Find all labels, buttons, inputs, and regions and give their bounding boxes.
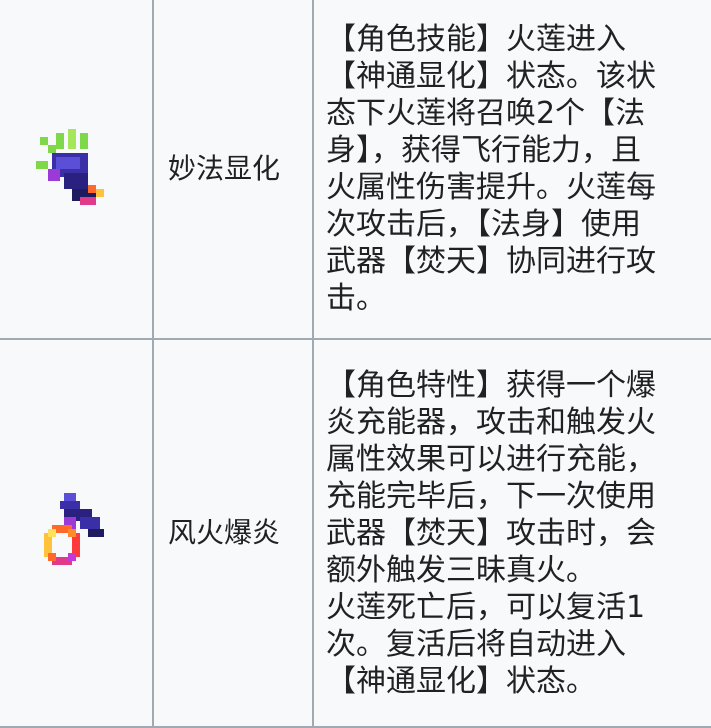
description-line: 击。 [326,281,386,316]
description-line: 炎充能器，攻击和触发火 [326,404,656,440]
description-line: 身】，获得飞行能力，且 [326,133,641,168]
description-line: 态下火莲将召唤2个【法 [326,96,646,131]
description-line: 额外触发三昧真火。 [326,552,596,588]
description-line: 武器【焚天】协同进行攻 [326,244,656,279]
description-line: 【角色技能】火莲进入 [326,22,626,57]
table-row: 妙法显化 【角色技能】火莲进入 【神通显化】状态。该状 态下火莲将召唤2个【法 … [0,0,711,340]
description-line: 属性效果可以进行充能， [326,441,656,477]
glove-icon [36,129,104,205]
description-line: 火属性伤害提升。火莲每 [326,170,656,205]
description-line: 【角色特性】获得一个爆 [326,367,656,403]
description-line: 次攻击后，【法身】使用 [326,207,641,242]
skill-name: 风火爆炎 [152,338,314,728]
description-line: 充能完毕后，下一次使用 [326,478,656,514]
skill-name: 妙法显化 [152,0,314,340]
description-line: 次。复活后将自动进入 [326,626,626,662]
skill-icon-cell [0,0,154,340]
description-line: 【神通显化】状态。该状 [326,59,656,94]
description-line: 火莲死亡后，可以复活1 [326,589,646,625]
description-line: 【神通显化】状态。 [326,663,596,699]
skill-icon-cell [0,338,154,728]
ring-icon [44,493,104,565]
skill-description: 【角色技能】火莲进入 【神通显化】状态。该状 态下火莲将召唤2个【法 身】，获得… [312,0,711,340]
skill-description: 【角色特性】获得一个爆 炎充能器，攻击和触发火 属性效果可以进行充能， 充能完毕… [312,338,711,728]
description-line: 武器【焚天】攻击时，会 [326,515,656,551]
table-row: 风火爆炎 【角色特性】获得一个爆 炎充能器，攻击和触发火 属性效果可以进行充能，… [0,338,711,728]
